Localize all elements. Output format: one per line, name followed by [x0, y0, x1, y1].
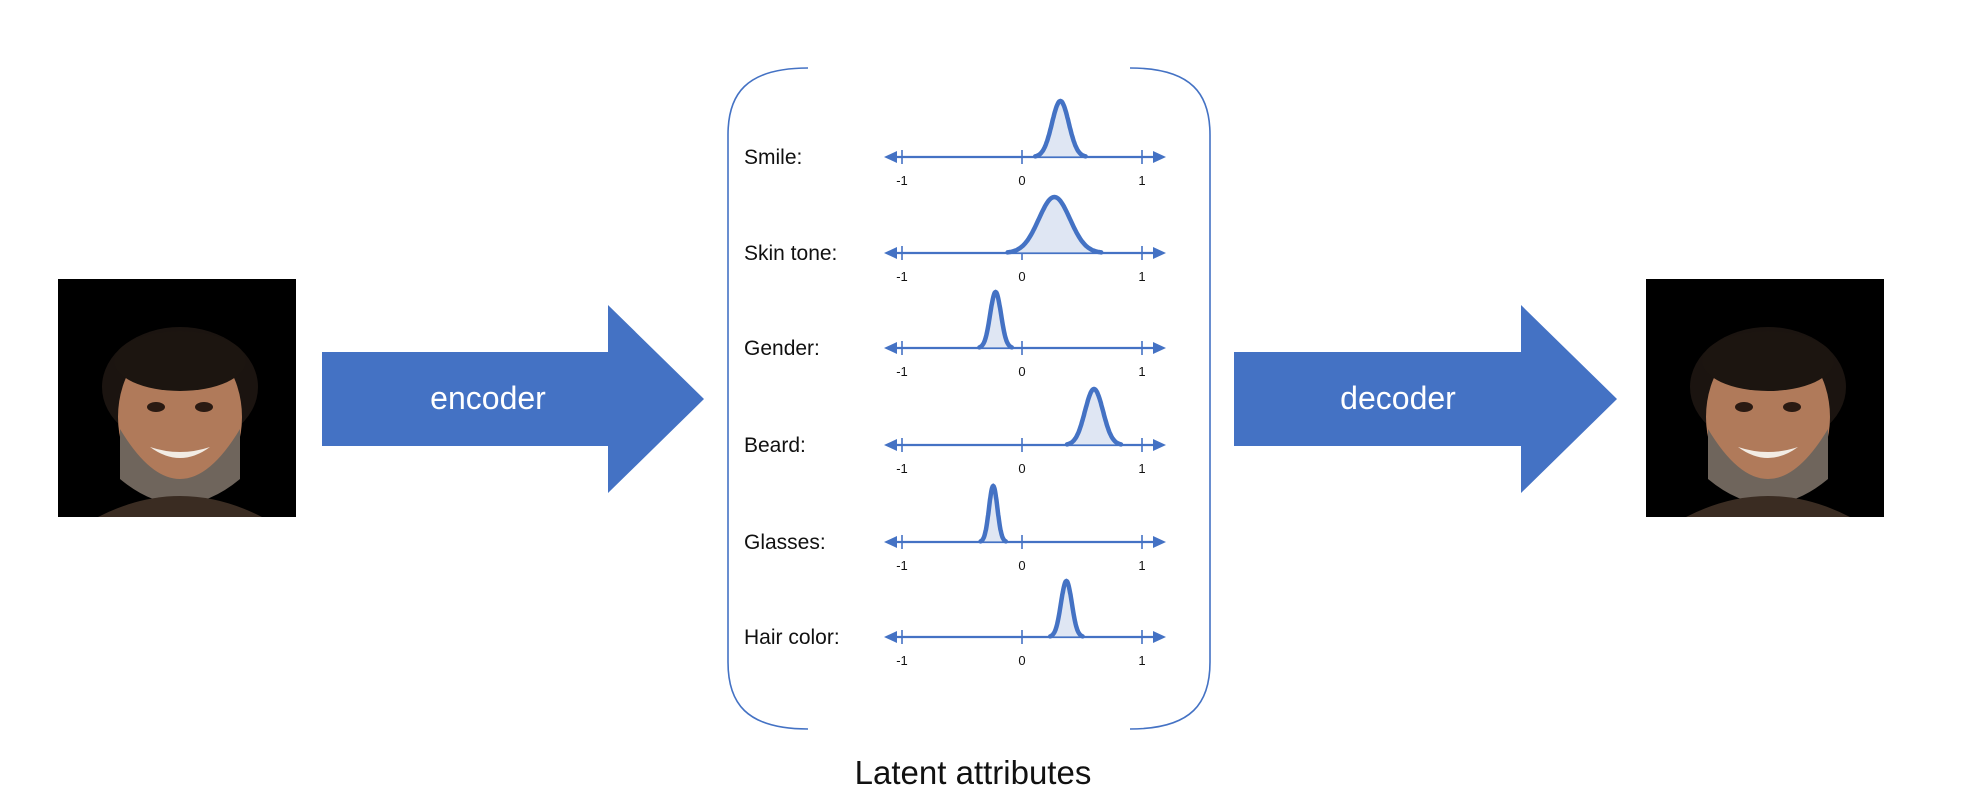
attribute-label: Skin tone: [744, 242, 837, 265]
distribution-curve [1064, 386, 1124, 447]
face-photo-icon [1646, 279, 1884, 517]
tick-label: -1 [896, 173, 908, 188]
axis-right-arrowhead [1153, 439, 1166, 451]
encoder-arrow: encoder [322, 305, 704, 493]
tick-label: 1 [1138, 653, 1145, 668]
axis-left-arrowhead [884, 151, 897, 163]
axis-left-arrowhead [884, 342, 897, 354]
distribution-curve [1005, 194, 1104, 255]
decoder-arrow: decoder [1234, 305, 1617, 493]
attribute-label: Beard: [744, 434, 806, 457]
axis-left-arrowhead [884, 631, 897, 643]
latent-attribute-row: Gender: -1 0 1 [744, 289, 1166, 379]
axis-right-arrowhead [1153, 631, 1166, 643]
latent-attribute-row: Beard: -1 0 1 [744, 386, 1166, 476]
tick-label: 1 [1138, 173, 1145, 188]
axis-left-arrowhead [884, 247, 897, 259]
attribute-label: Glasses: [744, 531, 826, 554]
tick-label: 0 [1018, 364, 1025, 379]
tick-label: -1 [896, 558, 908, 573]
axis-left-arrowhead [884, 536, 897, 548]
tick-label: 1 [1138, 461, 1145, 476]
distribution-curve [1032, 98, 1088, 159]
tick-label: 0 [1018, 173, 1025, 188]
latent-bracket [727, 67, 1211, 730]
axis-right-arrowhead [1153, 151, 1166, 163]
tick-label: 0 [1018, 461, 1025, 476]
latent-attribute-row: Glasses: -1 0 1 [744, 483, 1166, 573]
axis-right-arrowhead [1153, 536, 1166, 548]
tick-label: -1 [896, 461, 908, 476]
latent-attribute-row: Skin tone: -1 0 1 [744, 194, 1166, 284]
attribute-label: Smile: [744, 146, 802, 169]
latent-attribute-row: Smile: -1 0 1 [744, 98, 1166, 188]
axis-right-arrowhead [1153, 342, 1166, 354]
tick-label: 1 [1138, 269, 1145, 284]
attribute-label: Hair color: [744, 626, 840, 649]
latent-caption: Latent attributes [855, 754, 1092, 791]
tick-label: 0 [1018, 269, 1025, 284]
latent-attribute-row: Hair color: -1 0 1 [744, 578, 1166, 668]
tick-label: 0 [1018, 558, 1025, 573]
axis-right-arrowhead [1153, 247, 1166, 259]
input-face-image [58, 279, 296, 517]
decoder-label: decoder [1340, 380, 1456, 416]
encoder-label: encoder [430, 380, 546, 416]
output-face-image [1646, 279, 1884, 517]
axis-left-arrowhead [884, 439, 897, 451]
tick-label: -1 [896, 364, 908, 379]
distribution-curve [977, 289, 1015, 350]
tick-label: 0 [1018, 653, 1025, 668]
distribution-curve [1047, 578, 1085, 639]
face-photo-icon [58, 279, 296, 517]
tick-label: -1 [896, 653, 908, 668]
attribute-label: Gender: [744, 337, 820, 360]
tick-label: 1 [1138, 364, 1145, 379]
tick-label: 1 [1138, 558, 1145, 573]
distribution-curve [978, 483, 1009, 544]
tick-label: -1 [896, 269, 908, 284]
